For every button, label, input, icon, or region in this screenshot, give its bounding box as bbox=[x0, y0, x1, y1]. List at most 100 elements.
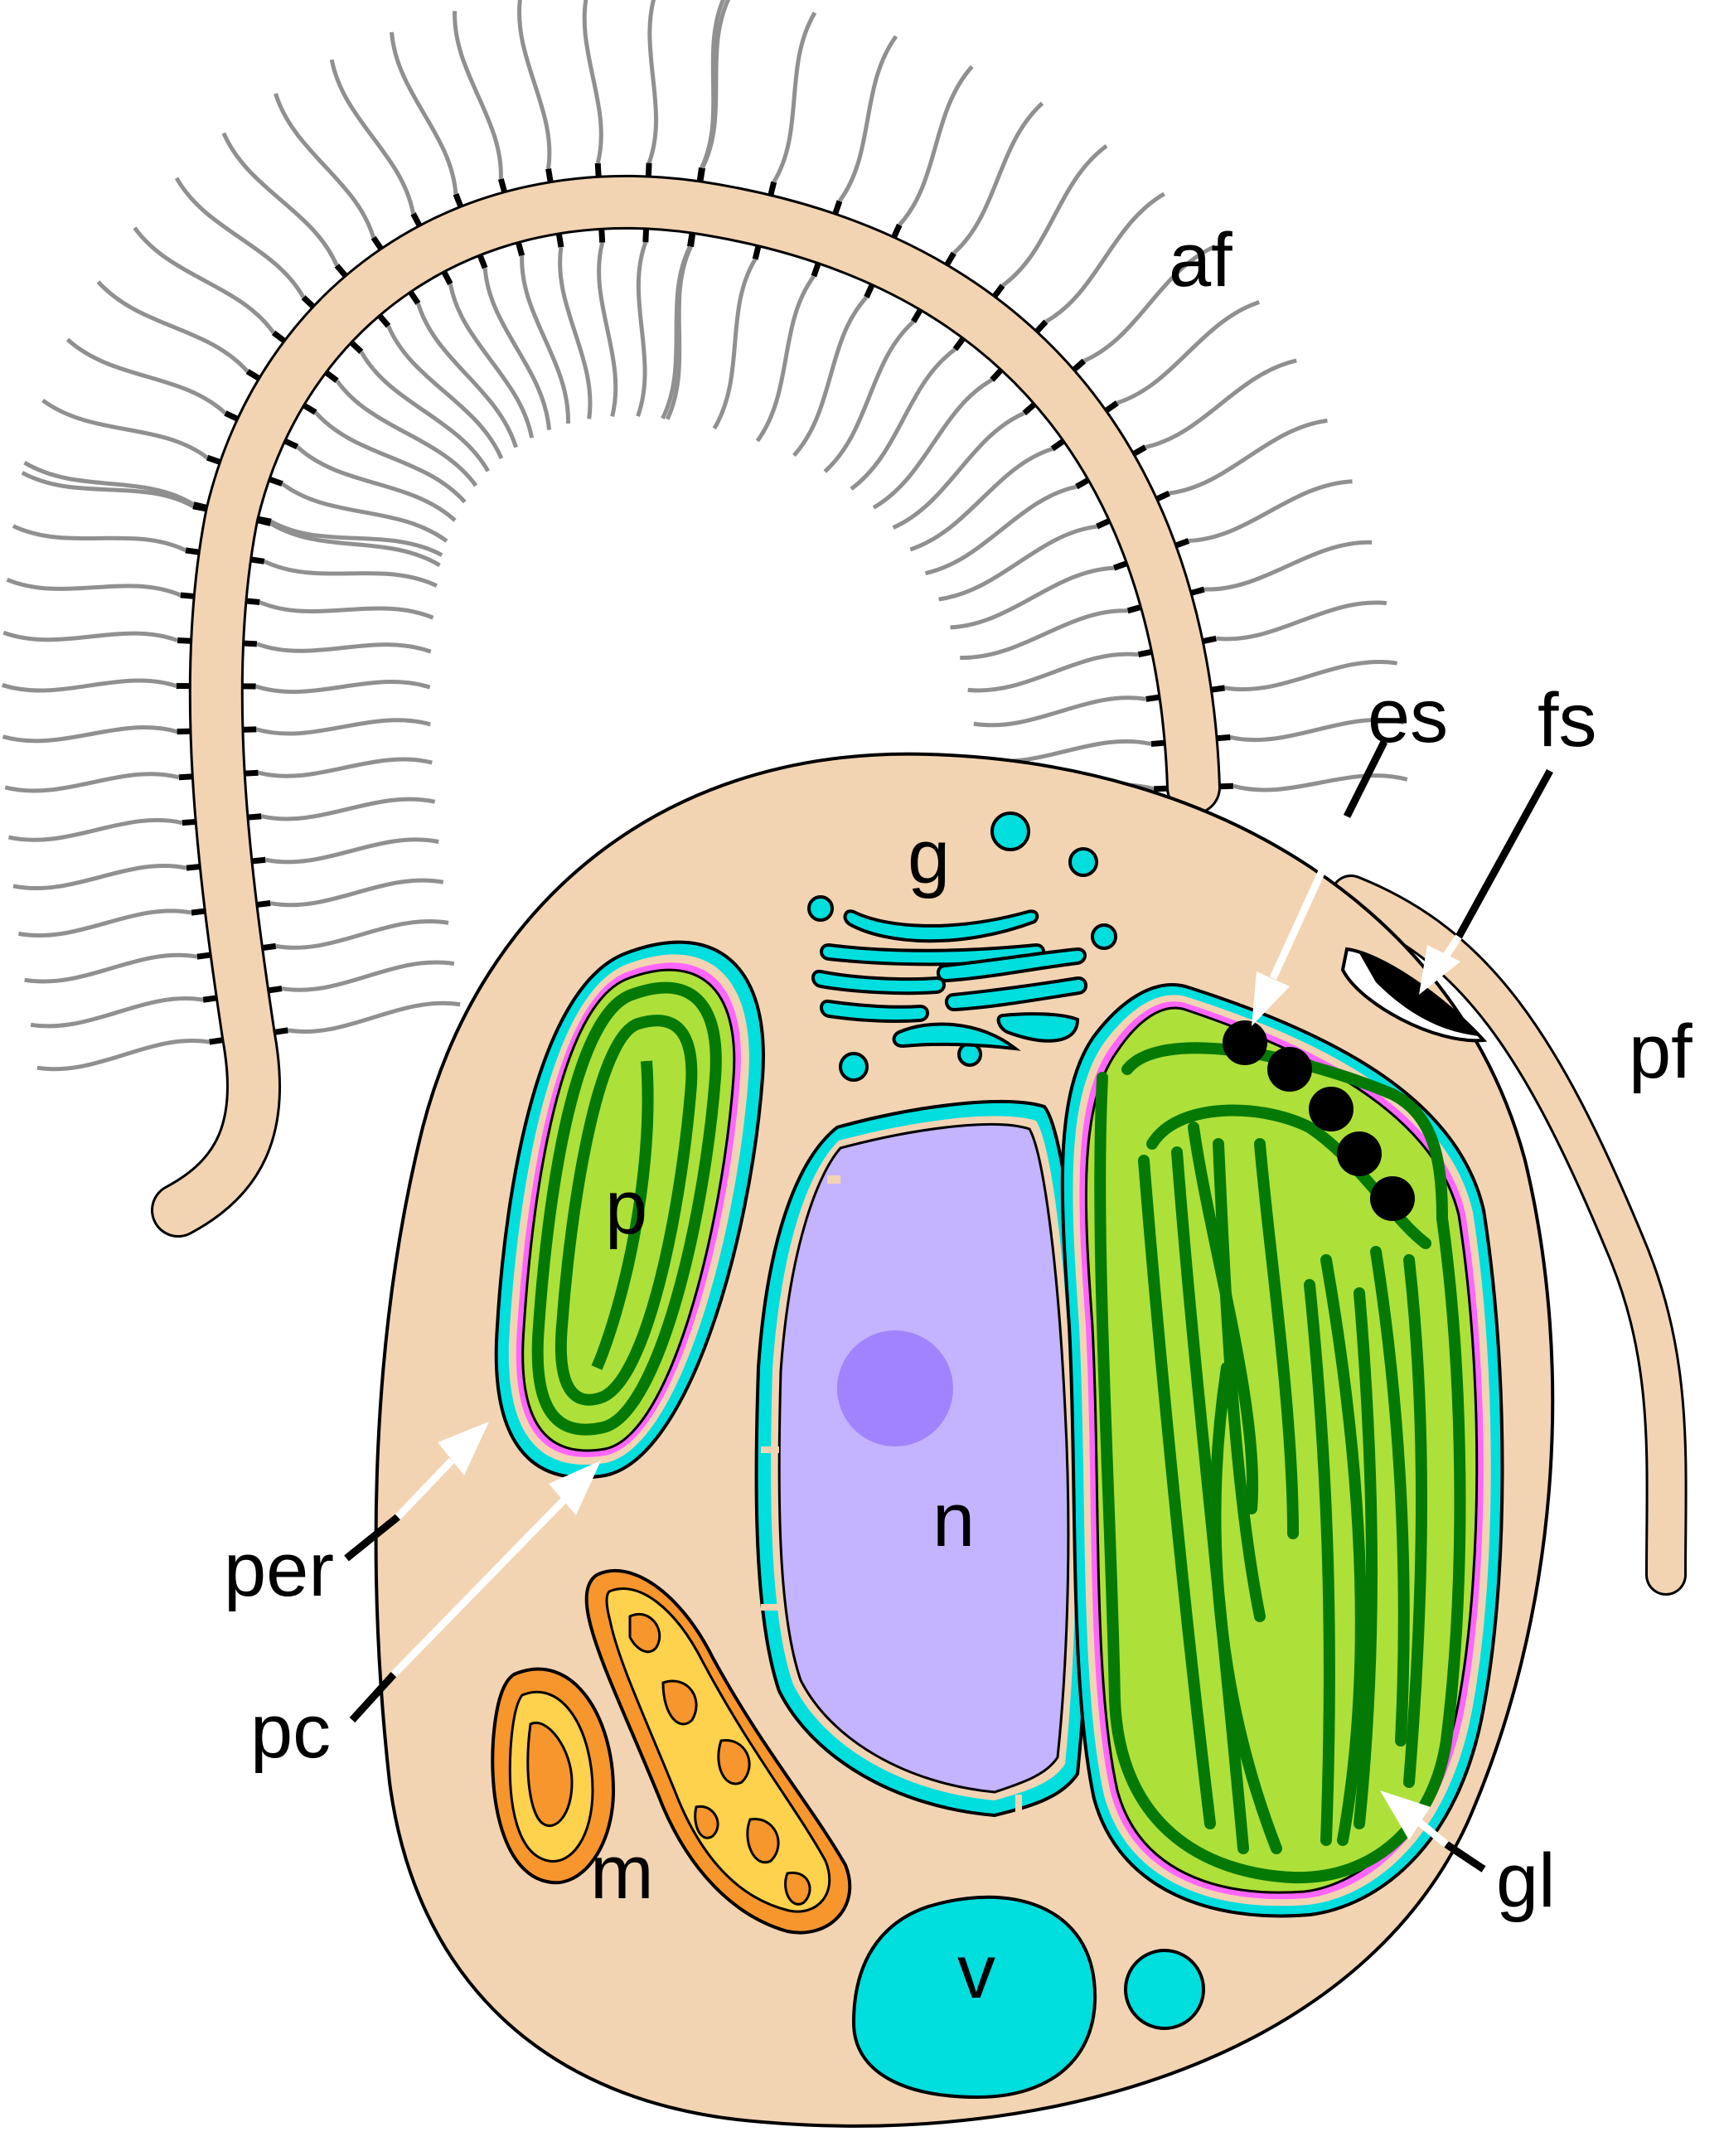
label-es: es bbox=[1368, 674, 1448, 758]
mastigoneme bbox=[12, 864, 187, 891]
mastigoneme bbox=[4, 772, 180, 793]
mastigoneme bbox=[359, 351, 491, 472]
mastigoneme bbox=[390, 31, 458, 195]
mastigoneme-base bbox=[1112, 560, 1130, 571]
mastigoneme bbox=[973, 695, 1147, 728]
mastigoneme bbox=[269, 521, 441, 568]
mastigoneme bbox=[255, 718, 431, 736]
nuclear-envelope bbox=[754, 1100, 1092, 1818]
mastigoneme bbox=[288, 1000, 461, 1034]
pc-arrowhead bbox=[549, 1461, 601, 1515]
mastigoneme bbox=[1169, 418, 1328, 496]
label-v: v bbox=[957, 1930, 995, 2014]
mastigoneme-base bbox=[598, 227, 606, 243]
mastigoneme-base bbox=[952, 335, 966, 351]
mastigoneme bbox=[712, 258, 758, 430]
vacuole-small bbox=[1124, 1949, 1205, 2030]
mastigoneme bbox=[174, 177, 306, 298]
mastigoneme bbox=[520, 255, 570, 424]
mastigoneme bbox=[892, 411, 1025, 530]
label-fs: fs bbox=[1538, 678, 1597, 763]
label-gl: gl bbox=[1496, 1839, 1556, 1923]
mastigoneme bbox=[453, 11, 503, 179]
mastigoneme-base bbox=[376, 312, 391, 328]
mastigoneme bbox=[1189, 479, 1353, 543]
mastigoneme bbox=[41, 399, 209, 460]
mastigoneme bbox=[967, 652, 1139, 693]
mastigoneme bbox=[2, 630, 178, 642]
label-p: p bbox=[605, 1165, 647, 1250]
mastigoneme bbox=[329, 59, 415, 215]
golgi bbox=[807, 812, 1117, 1082]
mastigoneme bbox=[1082, 244, 1217, 363]
mastigoneme-base bbox=[696, 167, 705, 183]
mastigoneme-base bbox=[177, 637, 193, 644]
mastigoneme-base bbox=[185, 547, 201, 555]
mastigoneme bbox=[36, 1039, 210, 1072]
mastigoneme bbox=[1044, 191, 1165, 324]
mastigoneme bbox=[18, 908, 192, 938]
mastigoneme-base bbox=[515, 240, 525, 257]
mastigoneme-base bbox=[180, 592, 196, 600]
mastigoneme bbox=[416, 303, 518, 448]
pointer-lines bbox=[344, 739, 1553, 1873]
mastigoneme bbox=[254, 680, 431, 695]
mastigoneme bbox=[1145, 358, 1297, 449]
mastigoneme-base bbox=[267, 476, 283, 487]
mastigoneme bbox=[850, 347, 956, 491]
es-arrowhead bbox=[1252, 971, 1290, 1026]
mastigoneme bbox=[646, 0, 659, 164]
mastigoneme bbox=[313, 410, 467, 504]
mastigoneme bbox=[1203, 540, 1373, 592]
mastigoneme bbox=[6, 577, 182, 598]
gl-arrowhead bbox=[1380, 1790, 1431, 1840]
pc-pointer bbox=[349, 1671, 397, 1723]
mastigoneme bbox=[448, 283, 535, 438]
mastigoneme bbox=[260, 797, 436, 821]
eyespot bbox=[1223, 1020, 1415, 1221]
mastigonemes bbox=[1, 0, 1408, 1072]
mastigoneme bbox=[582, 0, 603, 164]
mastigoneme bbox=[898, 65, 974, 226]
mastigoneme bbox=[1, 678, 177, 693]
mitochondrion-small bbox=[491, 1667, 616, 1885]
mastigoneme bbox=[281, 960, 455, 992]
mastigoneme bbox=[221, 132, 339, 267]
label-pf: pf bbox=[1629, 1010, 1693, 1094]
mastigoneme bbox=[482, 268, 551, 430]
mastigoneme bbox=[1229, 717, 1405, 743]
mastigoneme-base bbox=[1150, 739, 1167, 748]
mastigoneme bbox=[30, 996, 204, 1029]
label-af: af bbox=[1169, 218, 1232, 303]
mastigoneme bbox=[2, 725, 178, 744]
mastigoneme-base bbox=[301, 402, 317, 415]
mastigoneme bbox=[1224, 660, 1398, 692]
mastigoneme bbox=[960, 608, 1128, 660]
mastigoneme bbox=[133, 226, 276, 334]
mastigoneme bbox=[755, 274, 816, 443]
mastigoneme bbox=[24, 952, 198, 984]
mastigoneme bbox=[938, 524, 1097, 602]
mastigoneme-base bbox=[282, 438, 299, 450]
mastigoneme-base bbox=[440, 269, 453, 286]
mastigoneme bbox=[837, 35, 898, 202]
mastigoneme-base bbox=[555, 231, 564, 248]
es-pointer bbox=[1343, 739, 1388, 819]
mastigoneme-base bbox=[177, 728, 192, 735]
mastigoneme bbox=[517, 0, 552, 169]
mastigoneme bbox=[275, 919, 449, 950]
mastigoneme bbox=[259, 600, 434, 620]
mastigoneme bbox=[258, 757, 433, 778]
mastigoneme-base bbox=[186, 863, 202, 871]
mastigoneme bbox=[296, 445, 457, 522]
per-pointer bbox=[344, 1514, 400, 1562]
mastigoneme bbox=[21, 471, 195, 508]
mastigoneme bbox=[924, 484, 1078, 576]
mastigoneme-base bbox=[910, 307, 924, 323]
mastigoneme bbox=[1001, 143, 1108, 288]
mastigoneme bbox=[597, 242, 618, 417]
mastigoneme bbox=[772, 12, 817, 183]
gl-pointer bbox=[1444, 1841, 1486, 1873]
mastigoneme-base bbox=[182, 818, 197, 826]
